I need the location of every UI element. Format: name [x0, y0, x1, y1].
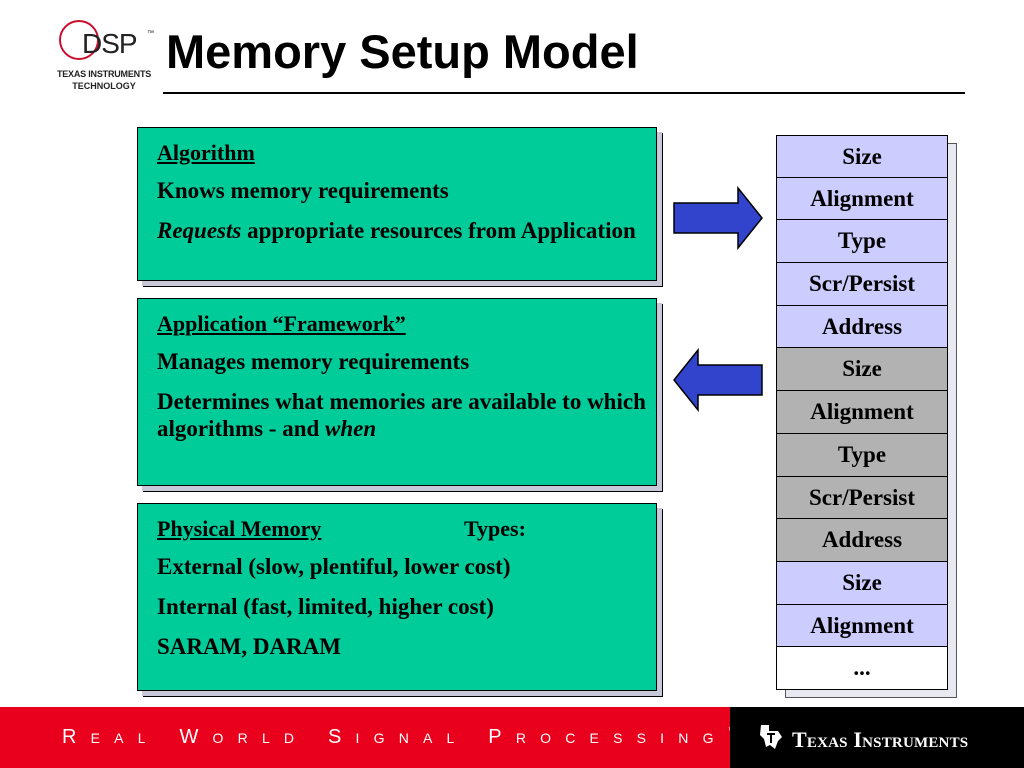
logo-line1: TEXAS INSTRUMENTS [56, 69, 152, 79]
logo-line2: TECHNOLOGY [72, 81, 136, 91]
logo-tm: ™ [147, 30, 154, 37]
stack-cell: Alignment [776, 391, 948, 434]
stack-cell: Scr/Persist [776, 263, 948, 306]
algorithm-heading: Algorithm [157, 140, 255, 165]
stack-cell: Size [776, 348, 948, 392]
stack-cell: Type [776, 433, 948, 477]
algorithm-line2: Requests appropriate resources from Appl… [157, 217, 646, 244]
framework-heading: Application “Framework” [157, 311, 406, 336]
stack-cell: Size [776, 561, 948, 605]
framework-line2: Determines what memories are available t… [157, 388, 646, 442]
algorithm-box: Algorithm Knows memory requirements Requ… [137, 127, 657, 281]
page-title: Memory Setup Model [166, 25, 639, 78]
physical-heading: Physical Memory [157, 516, 322, 541]
physical-line3: SARAM, DARAM [157, 634, 341, 660]
ti-state-icon [760, 725, 782, 749]
physical-line2: Internal (fast, limited, higher cost) [157, 594, 494, 620]
algorithm-line1: Knows memory requirements [157, 177, 449, 203]
physical-types-label: Types: [464, 516, 526, 541]
physical-memory-box: Physical Memory Types: External (slow, p… [137, 503, 657, 691]
stack-cell: Alignment [776, 177, 948, 221]
framework-line2-text: Determines what memories are available t… [157, 389, 646, 442]
framework-line1: Manages memory requirements [157, 348, 470, 374]
framework-line2-em: when [325, 416, 377, 442]
footer-slogan: Real World Signal Processing™ [62, 726, 736, 749]
dsp-logo: DSP ™ TEXAS INSTRUMENTS TECHNOLOGY [56, 18, 154, 98]
algorithm-line2-em: Requests [157, 218, 242, 244]
left-arrow-icon [673, 348, 763, 412]
framework-box: Application “Framework” Manages memory r… [137, 298, 657, 486]
title-rule [163, 92, 965, 94]
stack-cell: Size [776, 135, 948, 178]
stack-cell: Scr/Persist [776, 476, 948, 520]
stack-cell: Address [776, 305, 948, 349]
physical-heading-row: Physical Memory Types: [157, 516, 646, 542]
algorithm-line2-rest: appropriate resources from Application [241, 218, 636, 244]
logo-dsp-text: DSP [82, 28, 138, 59]
physical-line1: External (slow, plentiful, lower cost) [157, 553, 511, 579]
stack-cell: Address [776, 519, 948, 562]
right-arrow-icon [673, 186, 763, 250]
stack-cell: ... [776, 647, 948, 690]
stack-cell: Alignment [776, 604, 948, 648]
logo-circle-icon [59, 20, 99, 60]
stack-cell: Type [776, 220, 948, 264]
footer-slogan-text: Real World Signal Processing [62, 726, 728, 748]
ti-brand-text: Texas Instruments [792, 727, 969, 752]
